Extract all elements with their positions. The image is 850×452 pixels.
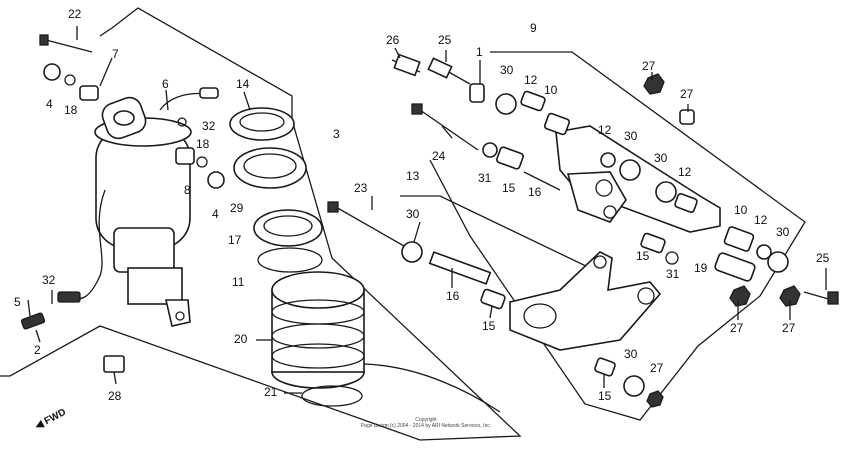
callout-27: 27 <box>642 59 656 73</box>
callout-1: 1 <box>476 45 483 59</box>
band-21 <box>301 385 363 407</box>
callout-13: 13 <box>406 169 420 183</box>
cushion-link <box>509 251 662 351</box>
callout-27: 27 <box>650 361 664 375</box>
callout-32: 32 <box>42 273 56 287</box>
callout-27: 27 <box>680 87 694 101</box>
callout-20: 20 <box>234 332 248 346</box>
callout-23: 23 <box>354 181 368 195</box>
callout-16: 16 <box>446 289 460 303</box>
callout-10: 10 <box>544 83 558 97</box>
callout-12: 12 <box>598 123 612 137</box>
callout-25: 25 <box>438 33 452 47</box>
callout-15: 15 <box>482 319 496 333</box>
callout-25: 25 <box>816 251 830 265</box>
callout-4: 4 <box>46 97 53 111</box>
callout-31: 31 <box>478 171 492 185</box>
dust-boot <box>271 271 501 413</box>
callout-14: 14 <box>236 77 250 91</box>
callout-12: 12 <box>524 73 538 87</box>
callout-28: 28 <box>108 389 122 403</box>
callout-16: 16 <box>528 185 542 199</box>
callout-22: 22 <box>68 7 82 21</box>
callout-11: 11 <box>232 275 245 289</box>
callout-15: 15 <box>598 389 612 403</box>
callout-15: 15 <box>636 249 650 263</box>
callout-32: 32 <box>202 119 216 133</box>
shock-group-outline <box>0 7 522 441</box>
callout-29: 29 <box>230 201 244 215</box>
callout-3: 3 <box>333 127 340 141</box>
callout-4: 4 <box>212 207 219 221</box>
copyright-notice: Copyright Page design (c) 2004 - 2014 by… <box>336 417 516 429</box>
callout-12: 12 <box>678 165 692 179</box>
callout-30: 30 <box>624 347 638 361</box>
callout-17: 17 <box>228 233 242 247</box>
callout-21: 21 <box>264 385 278 399</box>
link-group-outline <box>400 195 591 269</box>
callout-9: 9 <box>530 21 537 35</box>
shock-absorber <box>20 96 192 330</box>
callout-30: 30 <box>406 207 420 221</box>
copyright-line-2: Page design (c) 2004 - 2014 by ARI Netwo… <box>360 423 492 429</box>
callout-31: 31 <box>666 267 680 281</box>
callout-27: 27 <box>782 321 796 335</box>
callout-30: 30 <box>624 129 638 143</box>
callout-30: 30 <box>500 63 514 77</box>
callout-27: 27 <box>730 321 744 335</box>
callout-5: 5 <box>14 295 21 309</box>
callout-6: 6 <box>162 77 169 91</box>
o-ring-11 <box>257 247 323 273</box>
swingarm-group-outline <box>429 51 806 421</box>
callout-2: 2 <box>34 343 41 357</box>
callout-30: 30 <box>654 151 668 165</box>
callout-10: 10 <box>734 203 748 217</box>
callout-15: 15 <box>502 181 516 195</box>
callout-19: 19 <box>694 261 708 275</box>
callout-30: 30 <box>776 225 790 239</box>
copyright-line-1: Copyright <box>415 417 437 423</box>
callout-18: 18 <box>196 137 210 151</box>
callout-8: 8 <box>184 183 191 197</box>
callout-7: 7 <box>112 47 119 61</box>
callout-12: 12 <box>754 213 768 227</box>
callout-24: 24 <box>432 149 446 163</box>
callout-26: 26 <box>386 33 400 47</box>
callout-18: 18 <box>64 103 78 117</box>
